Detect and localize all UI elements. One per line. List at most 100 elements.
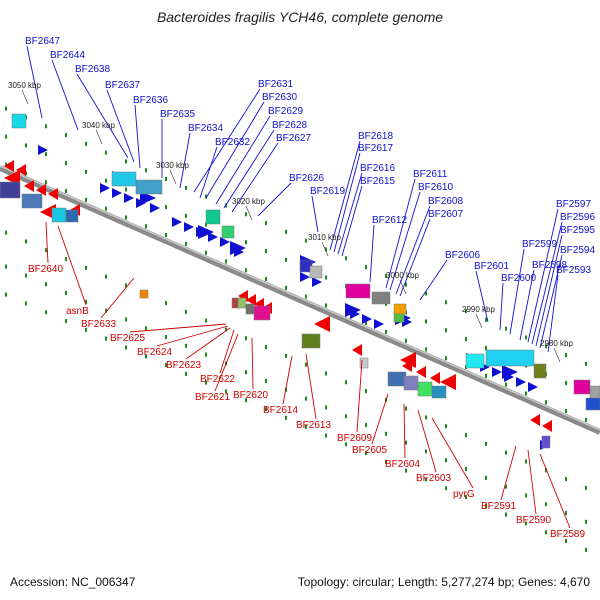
reverse-gene-arrow bbox=[36, 184, 46, 196]
forward-gene-label: BF2599 bbox=[522, 239, 557, 250]
scale-leader-line bbox=[95, 129, 103, 145]
reverse-gene-arrow bbox=[440, 374, 456, 390]
tick-dot bbox=[285, 353, 287, 358]
gene-feature-box bbox=[533, 363, 547, 379]
tick-dot bbox=[345, 256, 347, 261]
forward-leader-line bbox=[333, 152, 361, 253]
forward-gene-label: BF2600 bbox=[501, 273, 536, 284]
reverse-leader-line bbox=[219, 329, 235, 374]
scale-label: 3020 kbp bbox=[232, 197, 265, 206]
tick-dot bbox=[65, 189, 67, 194]
tick-dot bbox=[245, 398, 247, 403]
reverse-gene-arrow bbox=[24, 180, 34, 192]
scale-label: 2990 kbp bbox=[462, 305, 495, 314]
tick-dot bbox=[245, 370, 247, 375]
tick-dot bbox=[165, 233, 167, 238]
tick-dot bbox=[265, 221, 267, 226]
reverse-gene-arrow bbox=[430, 372, 440, 384]
forward-gene-arrow bbox=[492, 367, 502, 377]
tick-dot bbox=[505, 450, 507, 455]
tick-dot bbox=[285, 229, 287, 234]
tick-dot bbox=[545, 502, 547, 507]
forward-gene-arrow bbox=[100, 183, 110, 193]
forward-leader-line bbox=[223, 129, 275, 209]
tick-dot bbox=[165, 363, 167, 368]
gene-feature-box bbox=[309, 265, 323, 279]
tick-dot bbox=[265, 277, 267, 282]
forward-gene-label: BF2631 bbox=[258, 79, 293, 90]
tick-dot bbox=[405, 468, 407, 473]
tick-dot bbox=[25, 239, 27, 244]
forward-gene-arrow bbox=[300, 272, 310, 282]
tick-dot bbox=[285, 257, 287, 262]
tick-dot bbox=[225, 389, 227, 394]
tick-dot bbox=[185, 343, 187, 348]
forward-gene-label: BF2628 bbox=[272, 120, 307, 131]
tick-dot bbox=[205, 318, 207, 323]
forward-gene-label: BF2637 bbox=[105, 80, 140, 91]
scale-label: 2980 kbp bbox=[540, 339, 573, 348]
forward-leader-line bbox=[26, 45, 43, 119]
forward-gene-arrow bbox=[150, 203, 160, 213]
forward-gene-arrow bbox=[516, 377, 526, 387]
scale-leader-line bbox=[245, 205, 253, 221]
tick-dot bbox=[85, 265, 87, 270]
tick-dot bbox=[105, 150, 107, 155]
tick-dot bbox=[565, 539, 567, 544]
reverse-gene-arrow bbox=[246, 294, 256, 306]
gene-feature-box bbox=[465, 353, 485, 369]
forward-leader-line bbox=[419, 259, 448, 301]
forward-gene-arrow bbox=[112, 188, 122, 198]
accession-text: Accession: NC_006347 bbox=[10, 575, 136, 589]
gene-feature-box bbox=[403, 375, 419, 391]
reverse-gene-arrow bbox=[16, 164, 26, 176]
tick-dot bbox=[445, 300, 447, 305]
forward-leader-line bbox=[399, 218, 431, 297]
tick-dot bbox=[85, 141, 87, 146]
tick-dot bbox=[565, 381, 567, 386]
forward-gene-arrow bbox=[124, 193, 134, 203]
forward-gene-label: BF2647 bbox=[25, 36, 60, 47]
tick-dot bbox=[45, 248, 47, 253]
tick-dot bbox=[205, 250, 207, 255]
tick-dot bbox=[405, 406, 407, 411]
forward-gene-label: BF2596 bbox=[560, 212, 595, 223]
forward-gene-label: BF2610 bbox=[418, 182, 453, 193]
scale-label: 3030 kbp bbox=[156, 161, 189, 170]
genome-backbone bbox=[0, 165, 600, 435]
forward-leader-line bbox=[205, 101, 265, 199]
tick-dot bbox=[125, 345, 127, 350]
reverse-gene-label: BF2590 bbox=[516, 515, 551, 526]
tick-dot bbox=[485, 475, 487, 480]
tick-dot bbox=[5, 106, 7, 111]
tick-dot bbox=[205, 380, 207, 385]
tick-dot bbox=[425, 291, 427, 296]
reverse-leader-line bbox=[417, 409, 437, 473]
gene-feature-box bbox=[205, 209, 221, 225]
tick-dot bbox=[25, 273, 27, 278]
reverse-leader-line bbox=[57, 225, 87, 306]
tick-dot bbox=[245, 212, 247, 217]
tick-dot bbox=[585, 485, 587, 490]
reverse-gene-label: BF2605 bbox=[352, 445, 387, 456]
forward-gene-label: BF2612 bbox=[372, 215, 407, 226]
forward-leader-line bbox=[193, 88, 261, 193]
tick-dot bbox=[385, 273, 387, 278]
tick-dots-layer bbox=[5, 106, 587, 552]
tick-dot bbox=[185, 185, 187, 190]
tick-dot bbox=[445, 424, 447, 429]
gene-feature-box bbox=[393, 313, 405, 323]
gene-feature-box bbox=[245, 303, 255, 315]
gene-feature-box bbox=[111, 171, 137, 187]
reverse-gene-label: pyrG bbox=[453, 489, 475, 500]
tick-dot bbox=[65, 161, 67, 166]
forward-gene-label: BF2617 bbox=[358, 143, 393, 154]
feature-layer bbox=[0, 113, 600, 450]
tick-dot bbox=[345, 414, 347, 419]
forward-leader-line bbox=[311, 195, 319, 233]
tick-dot bbox=[345, 442, 347, 447]
tick-dot bbox=[165, 177, 167, 182]
forward-gene-label: BF2627 bbox=[276, 133, 311, 144]
reverse-gene-arrow bbox=[352, 344, 362, 356]
forward-gene-arrow bbox=[312, 277, 322, 287]
